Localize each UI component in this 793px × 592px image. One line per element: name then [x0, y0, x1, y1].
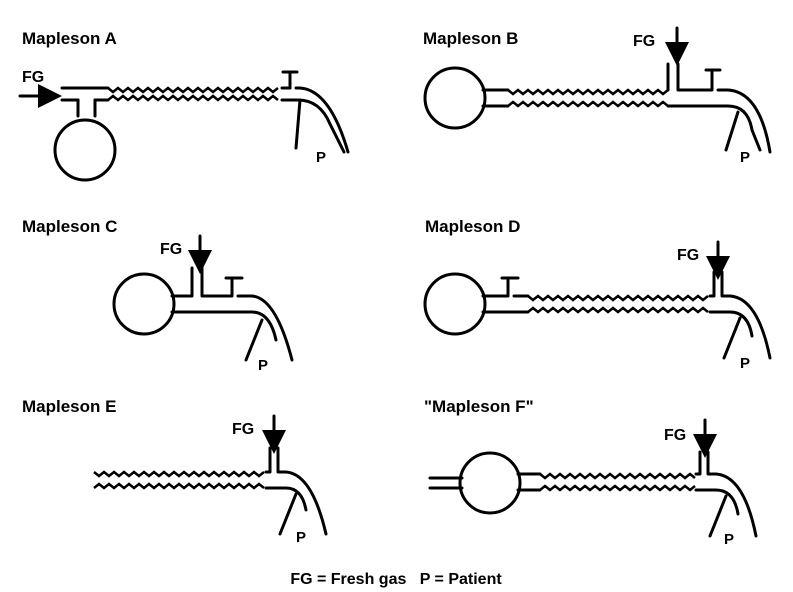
- corrugated-tube-bottom-a: [107, 94, 279, 102]
- patient-label-c: P: [258, 357, 268, 374]
- mapleson-b: Mapleson B FG P: [423, 26, 772, 166]
- mapleson-a: Mapleson A FG P: [18, 29, 350, 182]
- reservoir-bag-a: [53, 118, 117, 182]
- title-mapleson-b: Mapleson B: [423, 29, 518, 48]
- mapleson-d: Mapleson D FG P: [423, 217, 772, 372]
- fg-label-e: FG: [232, 421, 254, 438]
- corrugated-tube-bottom-b: [507, 100, 669, 108]
- fg-label-c: FG: [160, 241, 182, 258]
- legend-text: FG = Fresh gas P = Patient: [290, 571, 502, 588]
- mapleson-c: Mapleson C FG P: [22, 217, 294, 374]
- patient-label-d: P: [740, 355, 750, 372]
- reservoir-bag-b: [423, 66, 487, 130]
- title-mapleson-c: Mapleson C: [22, 217, 117, 236]
- patient-label-b: P: [740, 149, 750, 166]
- fg-inlet-and-valve-c: [170, 266, 294, 362]
- title-mapleson-d: Mapleson D: [425, 217, 520, 236]
- corrugated-tube-bottom-e: [93, 482, 265, 490]
- fg-label-b: FG: [633, 33, 655, 50]
- title-mapleson-e: Mapleson E: [22, 397, 116, 416]
- fg-label-a: FG: [22, 69, 44, 86]
- title-mapleson-a: Mapleson A: [22, 29, 117, 48]
- fg-label-d: FG: [677, 247, 699, 264]
- mapleson-f: "Mapleson F" FG P: [424, 397, 758, 548]
- title-mapleson-f: "Mapleson F": [424, 397, 534, 416]
- reservoir-bag-c: [112, 272, 176, 336]
- corrugated-tube-top-f: [539, 472, 696, 480]
- corrugated-tube-top-d: [527, 294, 709, 302]
- tail-tube-f: [428, 476, 464, 490]
- corrugated-tube-bottom-d: [527, 306, 709, 314]
- corrugated-tube-top-a: [107, 86, 279, 94]
- valve-a: [281, 70, 350, 154]
- patient-label-e: P: [296, 529, 306, 546]
- corrugated-tube-bottom-f: [539, 484, 696, 492]
- corrugated-tube-top-e: [93, 470, 265, 478]
- fg-inlet-and-valve-b: [666, 62, 772, 154]
- corrugated-tube-top-b: [507, 88, 669, 96]
- patient-label-f: P: [724, 531, 734, 548]
- valve-d: [481, 276, 530, 314]
- reservoir-bag-f: [458, 451, 522, 515]
- patient-label-a: P: [316, 149, 326, 166]
- mapleson-e: Mapleson E FG P: [22, 397, 328, 546]
- fg-label-f: FG: [664, 427, 686, 444]
- reservoir-bag-d: [423, 272, 487, 336]
